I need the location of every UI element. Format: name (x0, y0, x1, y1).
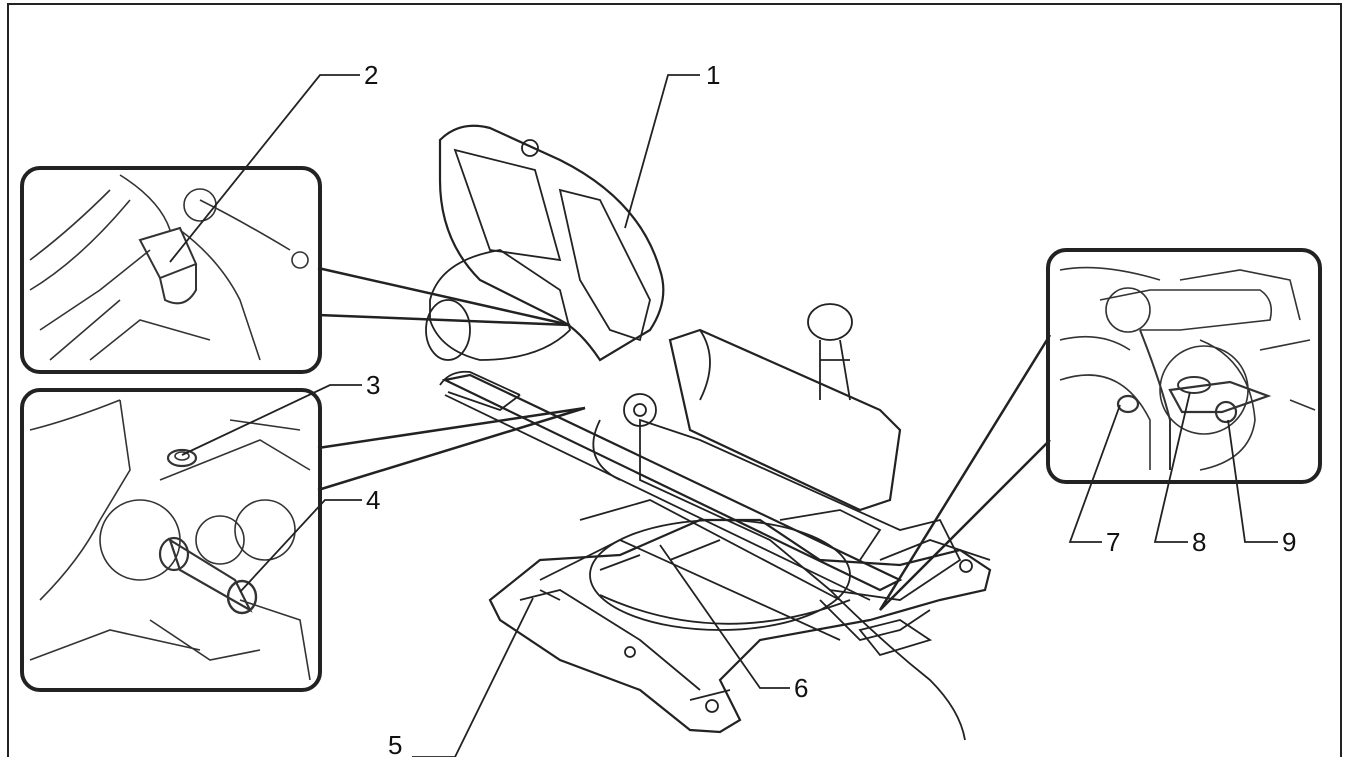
leader-lines (169, 74, 1278, 758)
inset-right (1046, 248, 1322, 484)
inset-bottom-left (20, 388, 322, 692)
leader-3 (181, 384, 362, 456)
leader-8 (1153, 391, 1191, 543)
callout-6: 6 (794, 673, 808, 703)
callout-7: 7 (1106, 527, 1120, 557)
leader-1 (624, 74, 700, 229)
leader-4 (239, 499, 362, 593)
callout-1: 1 (706, 60, 720, 90)
leader-5 (412, 597, 534, 758)
callout-8: 8 (1192, 527, 1206, 557)
callout-5: 5 (388, 730, 402, 757)
callout-3: 3 (366, 370, 380, 400)
callout-labels: 1 2 3 4 5 6 7 8 9 (364, 60, 1296, 760)
miter-saw-illustration (425, 124, 992, 741)
figure-frame (7, 3, 1342, 762)
callout-4: 4 (366, 485, 380, 515)
inset-pointers (317, 266, 1052, 611)
callout-2: 2 (364, 60, 378, 90)
inset-top-left (20, 166, 322, 374)
callout-9: 9 (1282, 527, 1296, 557)
leader-9 (1227, 419, 1278, 543)
leader-6 (659, 544, 790, 689)
leader-7 (1068, 404, 1121, 543)
leader-2 (169, 74, 360, 263)
